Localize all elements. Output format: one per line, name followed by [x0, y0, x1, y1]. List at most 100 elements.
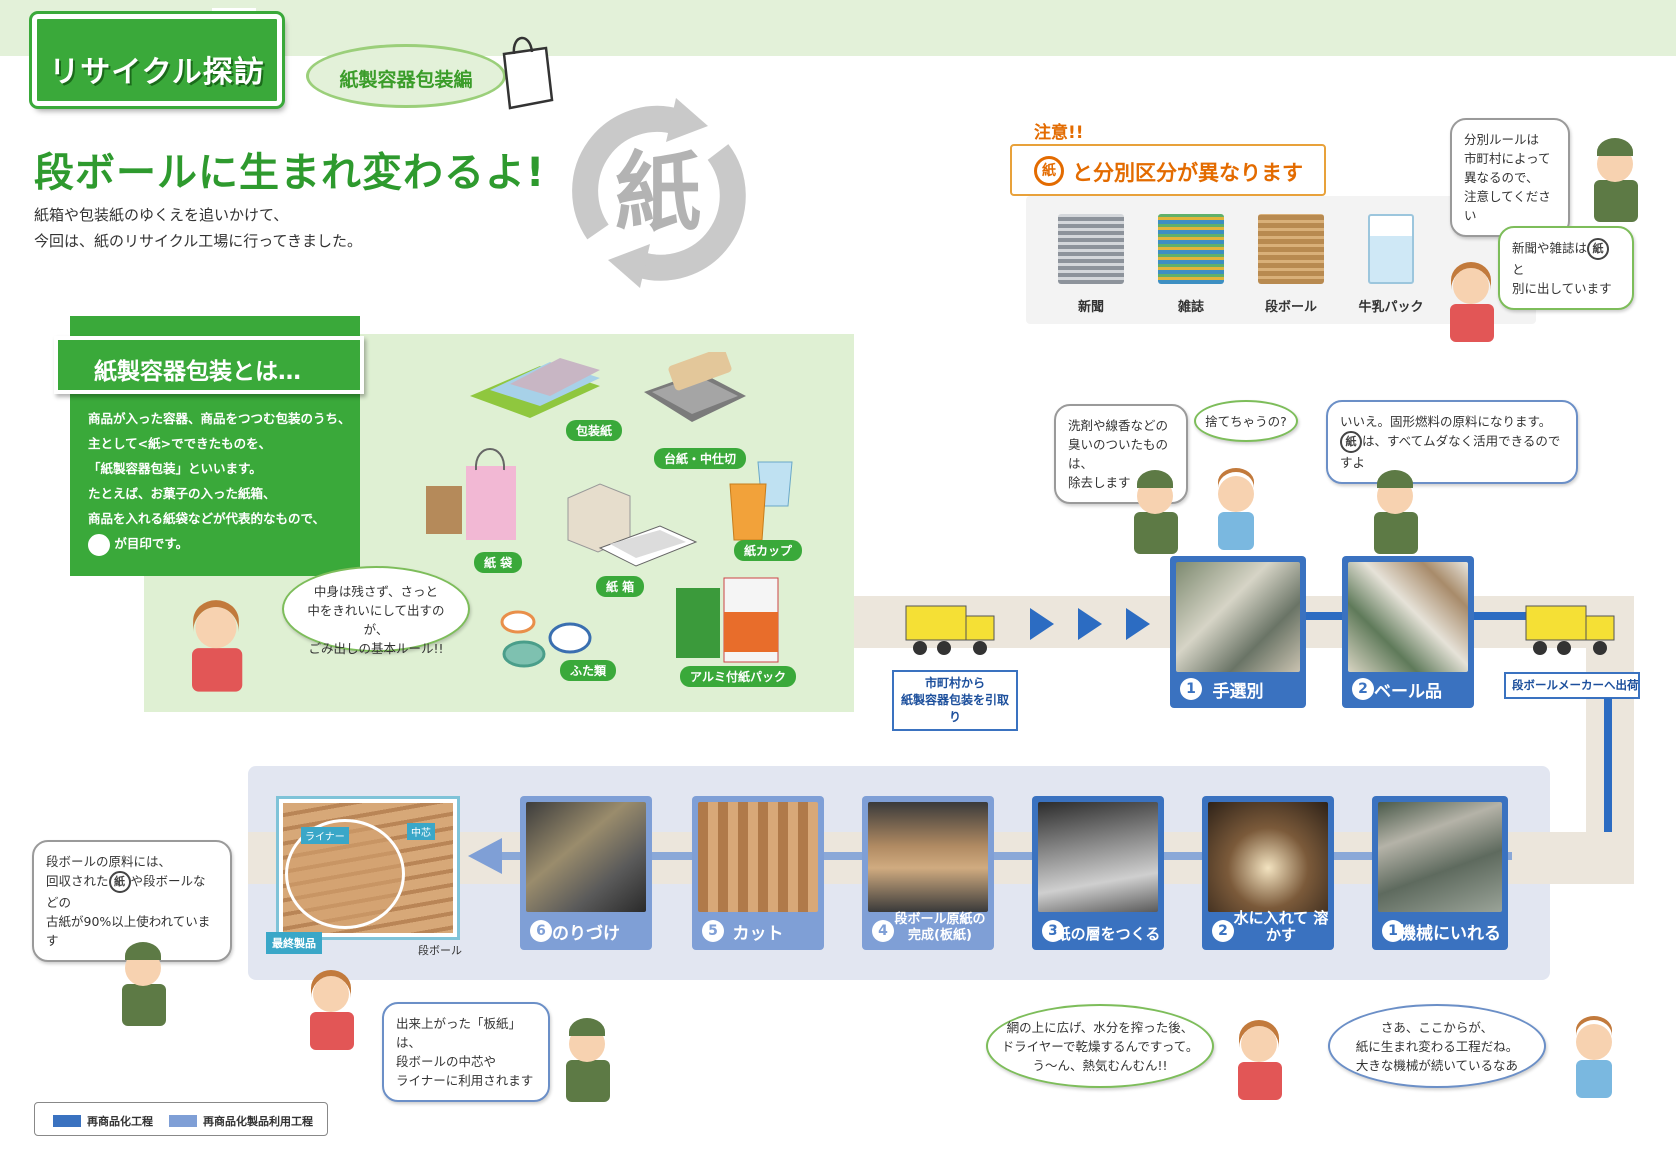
bubble-line: と: [1512, 262, 1525, 277]
step-number: 2: [1212, 920, 1234, 942]
worker-icon: [122, 942, 166, 1026]
bubble-line: ライナーに利用されます: [396, 1073, 534, 1088]
bubble-line: 異なるので、: [1464, 170, 1539, 185]
bubble-line: 洗剤や線香などの: [1068, 418, 1169, 433]
notice-item-cardboard: 段ボール: [1246, 214, 1336, 315]
paper-recycle-mark-icon: 紙: [572, 98, 746, 288]
boy-icon: [1218, 468, 1254, 550]
step-number: 3: [1042, 920, 1064, 942]
core-label: 中芯: [407, 823, 435, 840]
step-base-paper: 4 段ボール原紙の 完成(板紙): [862, 796, 994, 950]
bubble-line: 紙に生まれ変わる工程だね。: [1355, 1039, 1519, 1054]
final-product-caption: 段ボール: [418, 944, 462, 957]
truck-icon: [1525, 605, 1615, 655]
legend: 再商品化工程 再商品化製品利用工程: [34, 1102, 328, 1136]
bubble-line: 回収された: [46, 873, 109, 889]
layer-photo: [1038, 802, 1158, 912]
step-dissolve: 2 水に入れて 溶かす: [1202, 796, 1334, 950]
step-number: 2: [1352, 678, 1374, 700]
item-label-paper-cup: 紙カップ: [734, 540, 803, 561]
step-number: 4: [872, 920, 894, 942]
subtitle-text: 紙製容器包装編: [339, 69, 473, 91]
step-name: 機械にいれる: [1399, 924, 1501, 944]
mount-paper-icon: [644, 352, 746, 422]
notice-title: 注意!!: [1034, 123, 1084, 143]
boy-icon: [1576, 1016, 1612, 1098]
newspaper-icon: [1058, 214, 1124, 284]
step-name: 手選別: [1212, 682, 1264, 702]
connector: [1306, 612, 1342, 620]
connector: [1474, 612, 1526, 620]
definition-line: 商品が入った容器、商品をつつむ包装のうち、: [88, 411, 351, 426]
legend-swatch: [53, 1115, 81, 1127]
bubble-news: 新聞や雑誌は紙と 別に出しています: [1498, 226, 1634, 310]
definition-line: 「紙製容器包装」といいます。: [88, 461, 262, 476]
woman-icon: [1450, 262, 1494, 342]
bubble-line: や段ボールなどの: [46, 873, 206, 911]
bubble-line: 新聞や雑誌は: [1512, 240, 1588, 256]
paper-mark-icon: 紙: [88, 533, 110, 556]
step-name: 段ボール原紙の 完成(板紙): [894, 912, 986, 943]
notice-item-magazine: 雑誌: [1146, 214, 1236, 315]
milk-carton-icon: [1368, 214, 1414, 284]
bubble-dry: 網の上に広げ、水分を搾った後、 ドライヤーで乾燥するんですって。 う〜ん、熱気む…: [986, 1004, 1214, 1088]
subtitle-cloud: 紙製容器包装編: [306, 44, 506, 108]
bubble-line: 除去します: [1068, 475, 1131, 490]
bubble-line: 出来上がった「板紙」は、: [396, 1016, 522, 1050]
notice-item-label: 牛乳パック: [1358, 300, 1424, 315]
final-product-tag: 最終製品: [266, 932, 322, 954]
paper-bag-pink-icon: [426, 448, 516, 540]
step-hand-sorting: 1 手選別: [1170, 556, 1306, 708]
arrow-left-icon: [468, 838, 502, 874]
pickup-tag: 市町村から 紙製容器包装を引取り: [892, 670, 1018, 731]
bubble-basic-rule: 中身は残さず、さっと 中をきれいにして出すのが、 ごみ出しの基本ルール!!: [282, 566, 470, 656]
definition-line: たとえば、お菓子の入った紙箱、: [88, 486, 276, 501]
cardboard-icon: [1258, 214, 1324, 284]
definition-title: 紙製容器包装とは…: [94, 359, 301, 385]
hand-sorting-photo: [1176, 562, 1300, 672]
item-label-mount-paper: 台紙・中仕切: [654, 448, 747, 469]
tag-line: 紙製容器包装を引取り: [900, 693, 1009, 724]
bubble-line: は、すべてムダなく活用できるのですよ: [1340, 433, 1561, 471]
definition-line: 商品を入れる紙袋などが代表的なもので、: [88, 511, 326, 526]
step-glue: 6 のりづけ: [520, 796, 652, 950]
notice-ribbon: 紙 と分別区分が異なります: [1010, 144, 1326, 196]
page-title: 段ボールに生まれ変わるよ!: [34, 150, 546, 196]
definition-title-box: 紙製容器包装とは…: [54, 336, 364, 394]
worker-icon: [1134, 470, 1178, 554]
lids-icon: [500, 610, 592, 668]
item-label-paper-box: 紙 箱: [596, 576, 645, 597]
magazine-icon: [1158, 214, 1224, 284]
paper-bag-icon: [502, 36, 554, 110]
step-bale: 2 ベール品: [1342, 556, 1474, 708]
tag-line: 市町村から: [924, 676, 985, 690]
paper-mark-icon: 紙: [108, 871, 131, 893]
legend-label: 再商品化製品利用工程: [203, 1115, 313, 1128]
bubble-line: さあ、ここからが、: [1380, 1020, 1494, 1035]
worker-icon: [566, 1018, 610, 1102]
base-paper-photo: [868, 802, 988, 912]
step-machine: 1 機械にいれる: [1372, 796, 1508, 950]
step-cut: 5 カット: [692, 796, 824, 950]
recycle-mark-text: 紙: [615, 143, 701, 243]
notice-item-milk-carton: 牛乳パック: [1346, 214, 1436, 315]
bubble-line: う〜ん、熱気むんむん!!: [1032, 1058, 1168, 1073]
step-layer: 3 紙の層をつくる: [1032, 796, 1164, 950]
woman-icon: [1238, 1020, 1282, 1100]
legend-label: 再商品化工程: [87, 1115, 153, 1128]
step-name: カット: [732, 924, 784, 944]
step-name: のりづけ: [552, 924, 620, 944]
definition-line: が目印です。: [114, 536, 189, 551]
bubble-line: 中をきれいにして出すのが、: [307, 603, 445, 637]
bubble-line: 中身は残さず、さっと: [313, 584, 439, 599]
bale-photo: [1348, 562, 1468, 672]
dissolve-photo: [1208, 802, 1328, 912]
bubble-line: 分別ルールは: [1464, 132, 1540, 147]
header-badge: リサイクル探訪: [32, 14, 282, 106]
bubble-board: 出来上がった「板紙」は、 段ボールの中芯や ライナーに利用されます: [382, 1002, 550, 1102]
machine-photo: [1378, 802, 1502, 912]
item-label-aluminum-carton: アルミ付紙パック: [680, 666, 797, 687]
notice-item-newspaper: 新聞: [1046, 214, 1136, 315]
aluminum-carton-icon: [676, 577, 779, 663]
glue-photo: [526, 802, 646, 912]
